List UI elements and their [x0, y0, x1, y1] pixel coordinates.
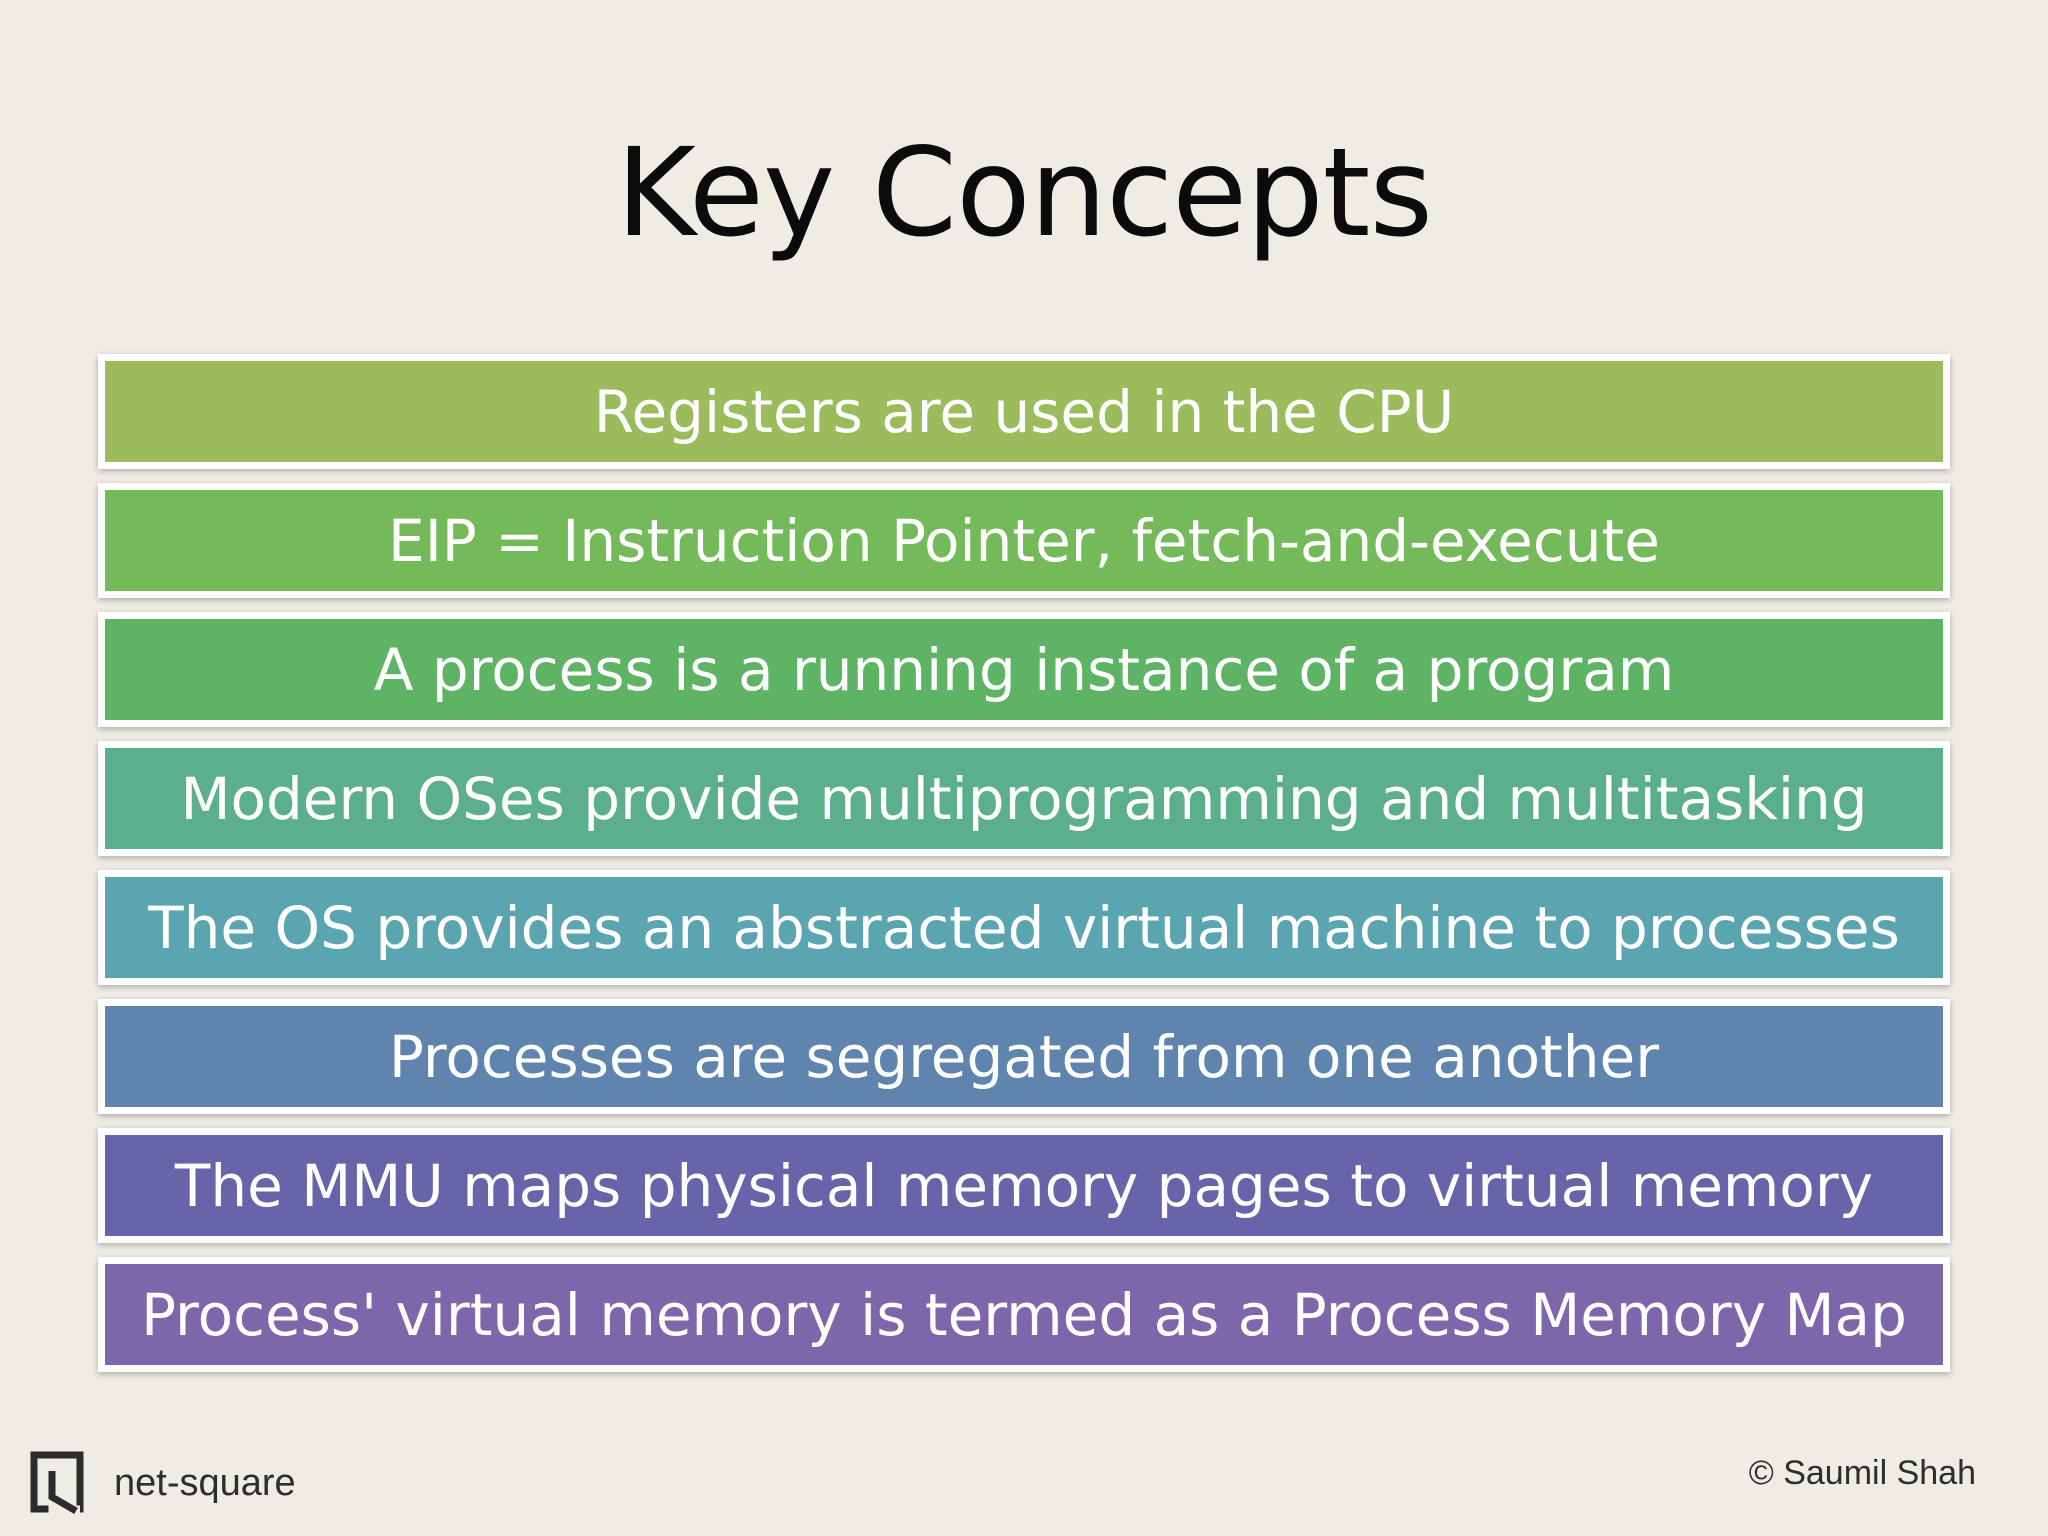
concept-list: Registers are used in the CPU EIP = Inst…: [98, 354, 1950, 1386]
concept-text: The OS provides an abstracted virtual ma…: [148, 893, 1900, 962]
slide-title: Key Concepts: [615, 122, 1433, 264]
concept-bar: Process' virtual memory is termed as a P…: [98, 1257, 1950, 1372]
concept-text: A process is a running instance of a pro…: [373, 635, 1675, 704]
concept-bar: Processes are segregated from one anothe…: [98, 999, 1950, 1114]
concept-text: The MMU maps physical memory pages to vi…: [174, 1151, 1874, 1220]
concept-text: EIP = Instruction Pointer, fetch-and-exe…: [388, 506, 1660, 575]
concept-bar: Modern OSes provide multiprogramming and…: [98, 741, 1950, 856]
concept-bar: Registers are used in the CPU: [98, 354, 1950, 469]
concept-text: Registers are used in the CPU: [593, 377, 1455, 446]
concept-bar: A process is a running instance of a pro…: [98, 612, 1950, 727]
logo-text: net-square: [114, 1461, 296, 1504]
concept-bar: The OS provides an abstracted virtual ma…: [98, 870, 1950, 985]
copyright-text: © Saumil Shah: [1748, 1454, 1976, 1492]
concept-text: Process' virtual memory is termed as a P…: [141, 1280, 1907, 1349]
concept-bar: The MMU maps physical memory pages to vi…: [98, 1128, 1950, 1243]
concept-text: Processes are segregated from one anothe…: [388, 1022, 1660, 1091]
net-square-logo-icon: [30, 1451, 84, 1515]
concept-bar: EIP = Instruction Pointer, fetch-and-exe…: [98, 483, 1950, 598]
concept-text: Modern OSes provide multiprogramming and…: [180, 764, 1868, 833]
net-square-logo: net-square: [30, 1448, 296, 1518]
